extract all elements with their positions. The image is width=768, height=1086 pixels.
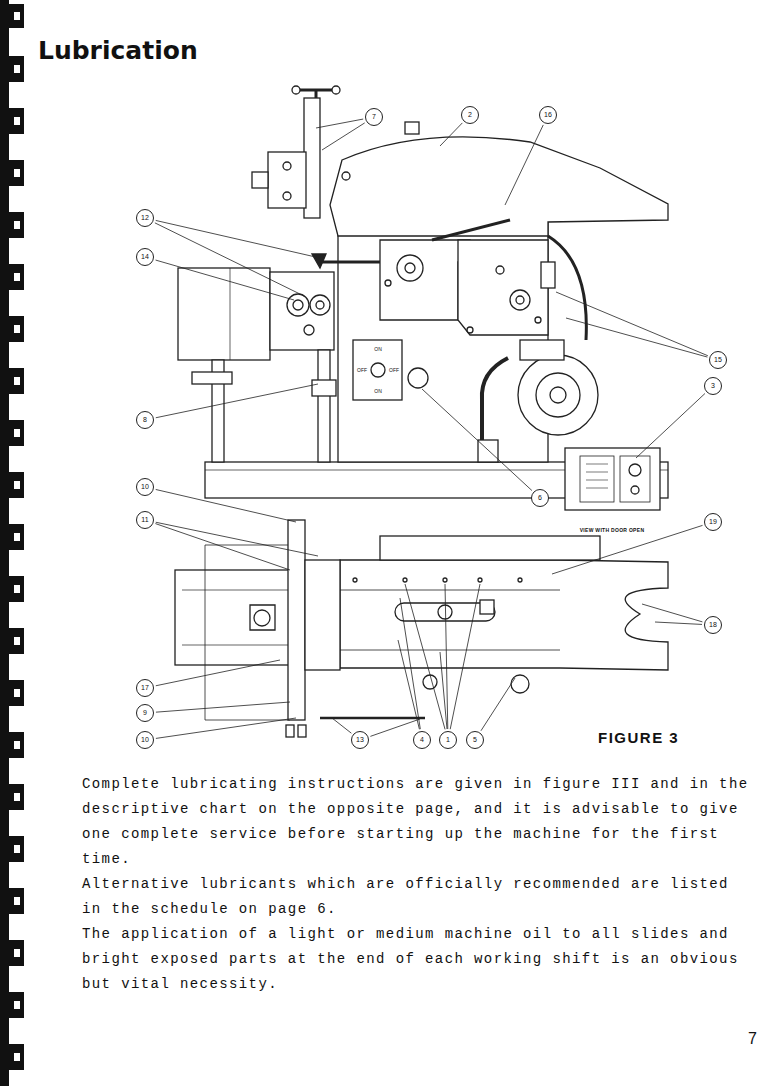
callout-number: 4 [413,731,431,749]
callout-number: 17 [136,679,154,697]
ram-cap [405,122,419,134]
leader-line [636,394,705,458]
leader-line [156,260,294,300]
leader-line [155,524,290,570]
page-number: 7 [748,1030,757,1048]
leader-line [505,125,543,205]
leader-line [156,220,320,258]
leader-line [322,123,365,150]
body-paragraph: Alternative lubricants which are officia… [82,872,750,922]
body-paragraph: Complete lubricating instructions are gi… [82,772,750,872]
body-plan [340,560,668,670]
plan-view [175,520,668,737]
leader-line [156,489,296,522]
leader-line [370,719,420,736]
handwheel [397,255,423,281]
callout-number: 7 [365,108,383,126]
page-title: Lubrication [38,36,198,65]
elevating-screw [318,350,330,462]
table-plan [175,570,290,665]
callout-number: 16 [539,106,557,124]
gearbox-plate [458,240,548,335]
sight-glass [408,368,428,388]
callout-number: 3 [704,377,722,395]
inset-caption: VIEW WITH DOOR OPEN [580,527,645,533]
callout-number: 5 [466,731,484,749]
callout-number: 1 [439,731,457,749]
leader-line [405,584,445,729]
callout-number: 12 [136,209,154,227]
switch-label: ON [373,388,383,394]
table [178,268,270,360]
leader-line [156,384,318,418]
switch-label: OFF [356,367,368,373]
leader-line [400,598,420,729]
leader-line [156,718,296,738]
side-panel [380,240,470,320]
leader-line [155,223,304,296]
oil-pipe [482,358,508,440]
leader-line [440,123,462,146]
leader-line [332,718,351,733]
leader-line [481,678,515,731]
leader-line [156,522,318,556]
oil-point [342,172,350,180]
leader-line [156,702,290,712]
motor [518,355,598,435]
switch-label: ON [373,346,383,352]
ram-plan [380,536,600,560]
binding-comb [0,0,24,1086]
leader-line [556,292,708,356]
callout-number: 18 [704,616,722,634]
leader-line [156,660,280,686]
tool-holder [252,172,268,188]
comb-notches [14,12,20,1061]
leader-line [440,652,447,729]
leader-line [450,584,480,729]
inset-view [565,448,660,510]
callout-number: 19 [704,513,722,531]
leader-line [422,389,532,491]
callout-number: 10 [136,731,154,749]
body-paragraph: The application of a light or medium mac… [82,922,750,997]
figure-caption: FIGURE 3 [598,729,679,746]
side-elevation [178,86,668,510]
switch-box [353,340,402,400]
leader-line [398,640,419,729]
callout-number: 10 [136,478,154,496]
switch-label: OFF [388,367,400,373]
belt [548,236,586,340]
column [338,200,548,462]
callout-number: 13 [351,731,369,749]
ram [330,137,668,236]
callout-number: 15 [709,351,727,369]
leader-lines [155,119,708,738]
callout-number: 14 [136,248,154,266]
leader-line [655,622,702,624]
leader-line [316,119,363,128]
leader-line [552,525,703,574]
leader-line [642,604,702,622]
callout-number: 8 [136,411,154,429]
callout-number: 2 [461,106,479,124]
callout-number: 6 [531,489,549,507]
tool-head [268,152,306,208]
leader-line [566,318,707,357]
callout-number: 9 [136,704,154,722]
callout-number: 11 [136,511,154,529]
